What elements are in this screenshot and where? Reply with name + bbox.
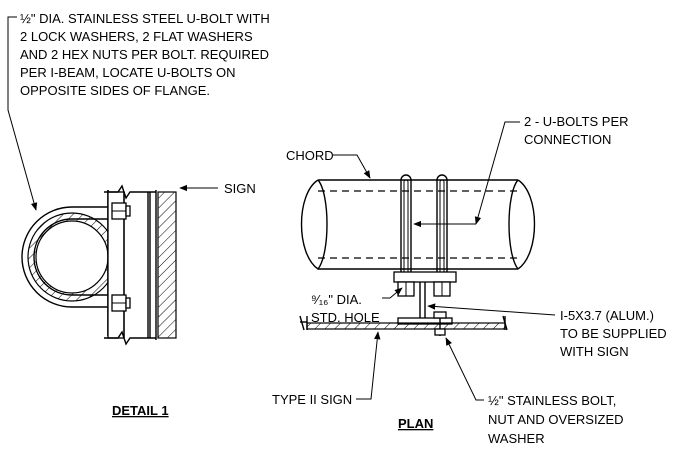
stainless-bolt-leader [445, 337, 484, 401]
ubolts-leader [474, 121, 520, 225]
stainless-bolt-line-3: WASHER [488, 431, 545, 446]
ibeam-label-line-1: I-5X3.7 (ALUM.) [560, 308, 654, 323]
ubolt-note-line-2: 2 LOCK WASHERS, 2 FLAT WASHERS [20, 29, 253, 44]
stainless-bolt-line-1: ½" STAINLESS BOLT, [488, 393, 616, 408]
stainless-bolt [433, 311, 447, 336]
ubolt-note-leader [7, 16, 38, 211]
ubolt-note: ½" DIA. STAINLESS STEEL U-BOLT WITH 2 LO… [20, 11, 270, 98]
type-ii-sign-label: TYPE II SIGN [272, 392, 352, 407]
detail-1-view: SIGN DETAIL 1 [21, 181, 256, 418]
sign-panel [157, 191, 177, 339]
ubolt-note-line-1: ½" DIA. STAINLESS STEEL U-BOLT WITH [20, 11, 270, 26]
chord-leader [333, 154, 371, 179]
ibeam-top-flange [393, 271, 457, 283]
plan-nut-right [433, 281, 451, 297]
plan-title: PLAN [398, 416, 433, 431]
detail-1-title: DETAIL 1 [112, 403, 169, 418]
u-bolt-left [400, 174, 412, 272]
stainless-bolt-line-2: NUT AND OVERSIZED [488, 412, 624, 427]
hole-label-line-1: ⁹⁄₁₆" DIA. [311, 292, 362, 307]
ubolt-note-line-3: AND 2 HEX NUTS PER BOLT. REQUIRED [20, 47, 269, 62]
ubolts-per-connection-line-1: 2 - U-BOLTS PER [524, 114, 629, 129]
type-ii-sign-leader [356, 331, 381, 400]
hole-label-line-2: STD. HOLE [311, 310, 380, 325]
plan-view: CHORD 2 - U-BOLTS PER CONNECTION ⁹⁄₁₆" D… [272, 114, 667, 446]
ubolts-per-connection-line-2: CONNECTION [524, 132, 611, 147]
hex-nut-bottom [111, 294, 131, 312]
ibeam-label-line-2: TO BE SUPPLIED [560, 326, 667, 341]
u-bolt-right [436, 174, 448, 272]
ubolt-note-line-5: OPPOSITE SIDES OF FLANGE. [20, 83, 210, 98]
sign-label: SIGN [224, 181, 256, 196]
hole-leader [382, 287, 403, 299]
ubolt-loop [21, 206, 108, 308]
chord-label: CHORD [286, 148, 334, 163]
ibeam-label-line-3: WITH SIGN [560, 344, 629, 359]
chord-tube [300, 179, 536, 270]
hex-nut-top [111, 202, 131, 220]
ubolt-note-line-4: PER I-BEAM, LOCATE U-BOLTS ON [20, 65, 236, 80]
ibeam-leader [427, 303, 556, 316]
